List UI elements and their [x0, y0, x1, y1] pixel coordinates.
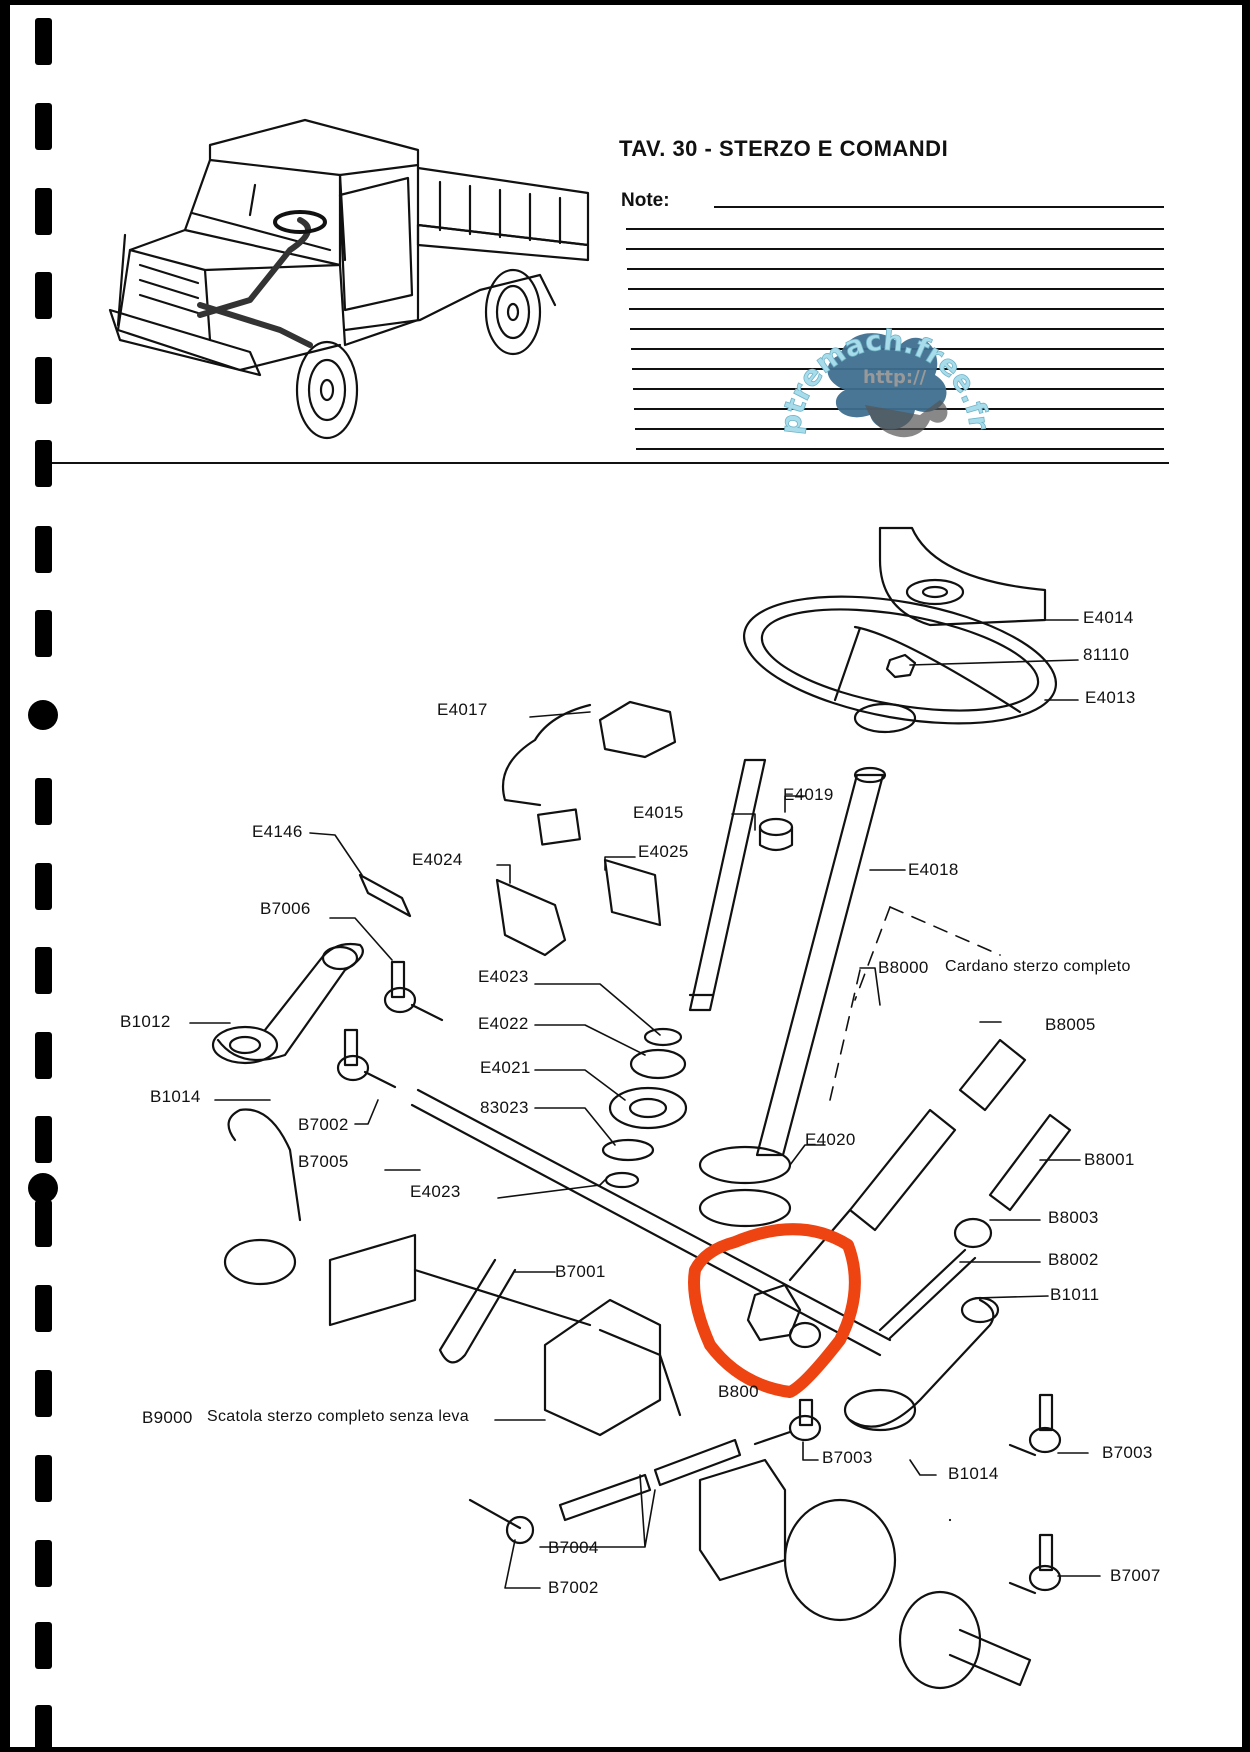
binding-slot: [35, 1285, 52, 1332]
part-label: E4020: [805, 1130, 856, 1149]
part-label: E4018: [908, 860, 959, 879]
part-label: B1011: [1050, 1285, 1100, 1304]
part-label: 81110: [1083, 645, 1130, 664]
binding-slot: [35, 188, 52, 235]
part-label: B7003: [1102, 1443, 1153, 1462]
part-label-b800x: B800: [718, 1382, 759, 1401]
part-label: E4021: [480, 1058, 531, 1077]
binding-slot: [35, 526, 52, 573]
note-line: [636, 448, 1164, 450]
note-line: [714, 206, 1164, 208]
binding-slot: [35, 1622, 52, 1669]
binding-slot: [35, 1116, 52, 1163]
note-line: [629, 308, 1164, 310]
watermark-prefix: http://: [863, 367, 927, 388]
scan-edge-right: [1244, 0, 1250, 1750]
note-line: [630, 328, 1164, 330]
binding-slot: [35, 103, 52, 150]
part-label: E4017: [437, 700, 488, 719]
note-line: [626, 228, 1164, 230]
watermark-logo: http:// ptremach.free.fr: [773, 323, 996, 438]
note-line: [626, 248, 1164, 250]
binding-slot: [35, 778, 52, 825]
binding-slot: [35, 357, 52, 404]
part-description: Scatola sterzo completo senza leva: [207, 1408, 469, 1425]
part-label: B7005: [298, 1152, 349, 1171]
red-highlight-circle: [688, 1223, 861, 1398]
binding-slot: [35, 947, 52, 994]
part-label: E4024: [412, 850, 463, 869]
page-title: TAV. 30 - STERZO E COMANDI: [619, 136, 949, 161]
part-label: 83023: [480, 1098, 529, 1117]
binding-slot: [35, 1032, 52, 1079]
part-label: B7006: [260, 899, 311, 918]
part-label: E4023: [410, 1182, 461, 1201]
part-label: E4015: [633, 803, 684, 822]
part-label: B7002: [298, 1115, 349, 1134]
part-label: B8005: [1045, 1015, 1096, 1034]
binding-slot: [35, 1200, 52, 1247]
binding-slot: [35, 1370, 52, 1417]
binding-hole: [28, 700, 58, 730]
binding-slot: [35, 863, 52, 910]
binding-slot: [35, 610, 52, 657]
note-line: [628, 288, 1164, 290]
section-divider: [52, 462, 1169, 464]
binding-slot: [35, 1455, 52, 1502]
note-label: Note:: [621, 190, 670, 211]
binding-slot: [35, 1705, 52, 1752]
part-label: E4013: [1085, 688, 1136, 707]
part-label: B7003: [822, 1448, 873, 1467]
part-label: B8001: [1084, 1150, 1135, 1169]
part-label: B7004: [548, 1538, 599, 1557]
part-label: B8000: [878, 958, 929, 977]
part-description: Cardano sterzo completo: [945, 958, 1131, 975]
part-label: E4022: [478, 1014, 529, 1033]
part-label: B1012: [120, 1012, 171, 1031]
binding-slot: [35, 1540, 52, 1587]
binding-slot: [35, 272, 52, 319]
truck-illustration: [108, 118, 590, 440]
binding-hole: [28, 1173, 58, 1203]
part-label: B8002: [1048, 1250, 1099, 1269]
part-label: B7002: [548, 1578, 599, 1597]
part-label: E4014: [1083, 608, 1134, 627]
part-label: B9000: [142, 1408, 193, 1427]
watermark-shadow: [865, 400, 948, 438]
part-label: B1014: [150, 1087, 201, 1106]
part-label: E4146: [252, 822, 303, 841]
binding-slot: [35, 440, 52, 487]
part-label: B7001: [555, 1262, 606, 1281]
part-label: B8003: [1048, 1208, 1099, 1227]
scan-edge-left: [0, 0, 10, 1750]
part-label: E4025: [638, 842, 689, 861]
part-label: B7007: [1110, 1566, 1161, 1585]
part-label: E4023: [478, 967, 529, 986]
part-label: B1014: [948, 1464, 999, 1483]
note-line: [627, 268, 1164, 270]
watermark-splash: [827, 333, 947, 430]
part-label: E4019: [783, 785, 834, 804]
catalog-page: [8, 5, 1242, 1747]
binding-slot: [35, 18, 52, 65]
